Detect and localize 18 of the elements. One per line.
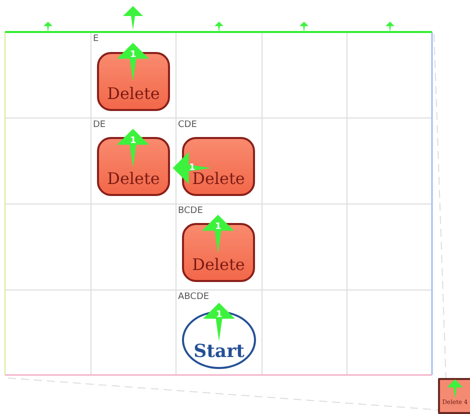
state-label: BCDE (178, 206, 203, 216)
move-count: 1 (130, 51, 136, 60)
action-box (182, 223, 255, 282)
action-box (182, 137, 255, 196)
node-label: Delete (192, 255, 245, 274)
state-label: DE (93, 120, 106, 130)
move-count: 1 (130, 137, 136, 146)
action-box (97, 137, 170, 196)
thumbnail-box (438, 378, 470, 414)
node-label: Start (194, 341, 244, 362)
state-label: ABCDE (178, 292, 210, 302)
node-label: Delete (107, 169, 160, 188)
node-label: Delete (107, 84, 160, 103)
state-label: CDE (178, 120, 197, 130)
state-label: E (93, 34, 99, 44)
move-count: 1 (215, 223, 222, 232)
move-count: 1 (216, 311, 222, 320)
action-box (97, 52, 170, 111)
